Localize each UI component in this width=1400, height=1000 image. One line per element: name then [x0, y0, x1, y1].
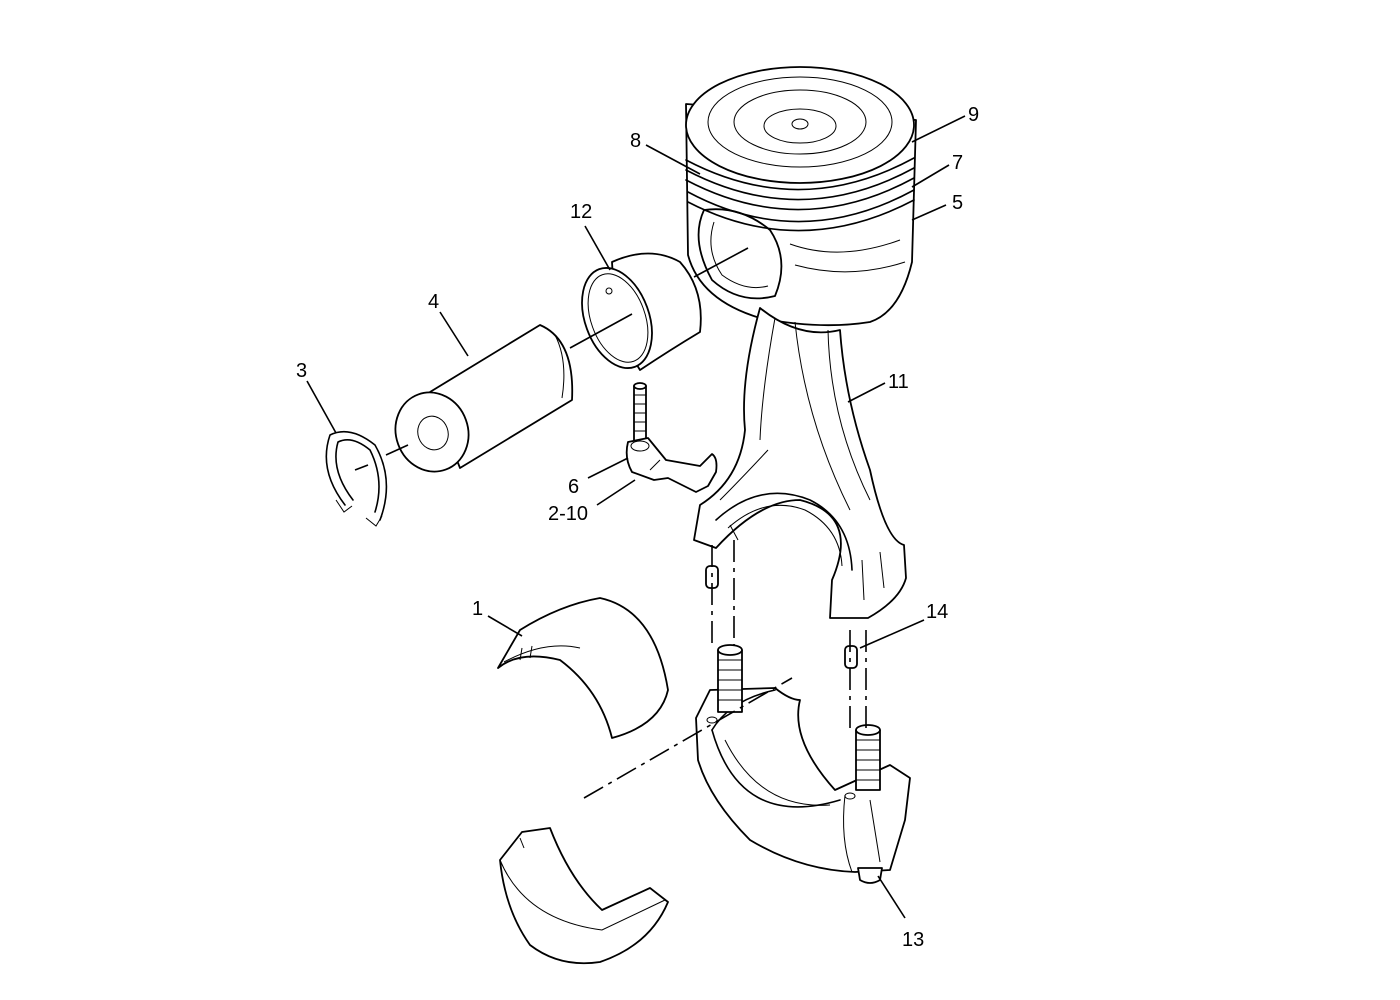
piston — [685, 66, 917, 327]
callout-9: 9 — [968, 104, 979, 126]
callout-11: 11 — [888, 371, 909, 393]
callout-7: 7 — [952, 152, 963, 174]
connecting-rod — [693, 307, 907, 619]
cooling-jet — [625, 437, 718, 493]
cap-bolt-right — [855, 724, 881, 791]
callout-12: 12 — [570, 201, 592, 223]
callout-4: 4 — [428, 291, 439, 313]
callout-1: 1 — [472, 598, 483, 620]
bearing-shell-upper — [497, 597, 669, 739]
retaining-ring — [325, 430, 388, 527]
callout-13: 13 — [902, 929, 924, 951]
dowel-right — [844, 645, 858, 669]
callout-14: 14 — [926, 601, 948, 623]
piston-pin — [394, 324, 574, 473]
cooling-jet-bolt — [633, 382, 647, 443]
center-lines — [354, 247, 867, 799]
leader-lines — [306, 115, 966, 919]
callout-3: 3 — [296, 360, 307, 382]
bearing-shell-lower — [499, 827, 669, 965]
callout-8: 8 — [630, 130, 641, 152]
callout-5: 5 — [952, 192, 963, 214]
callout-6: 6 — [568, 476, 579, 498]
callout-labels: 1 2-10 3 4 5 6 7 8 9 11 12 13 14 — [296, 104, 979, 951]
callout-2-10: 2-10 — [548, 503, 588, 525]
cap-bolt-left — [717, 644, 743, 713]
rod-cap — [695, 687, 911, 884]
pin-bushing — [581, 252, 702, 371]
